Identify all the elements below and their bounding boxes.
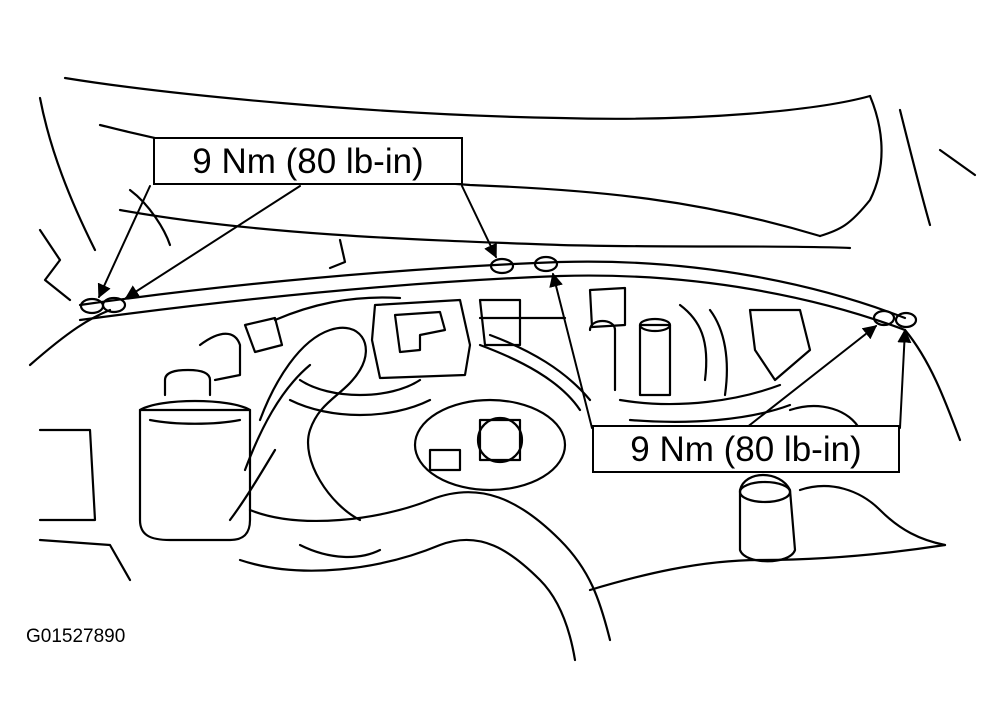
torque-callout-right: 9 Nm (80 lb-in) <box>592 425 900 473</box>
right-side-components <box>588 286 947 563</box>
intake-components <box>370 298 592 412</box>
lower-radiator-hose <box>238 491 612 662</box>
bracket-assembly <box>198 296 402 382</box>
coolant-hoses <box>228 326 432 522</box>
figure-code: G01527890 <box>26 626 126 647</box>
cowl-bolts <box>79 255 918 329</box>
torque-callout-left-label: 9 Nm (80 lb-in) <box>192 141 424 181</box>
hood-outline <box>38 76 977 302</box>
center-actuator <box>413 398 567 492</box>
cowl-panel <box>28 238 962 442</box>
torque-leader-arrows <box>97 185 912 429</box>
fender-lines <box>38 428 947 592</box>
coolant-reservoir <box>138 368 252 542</box>
torque-callout-left: 9 Nm (80 lb-in) <box>153 137 463 185</box>
torque-callout-right-label: 9 Nm (80 lb-in) <box>630 429 862 469</box>
